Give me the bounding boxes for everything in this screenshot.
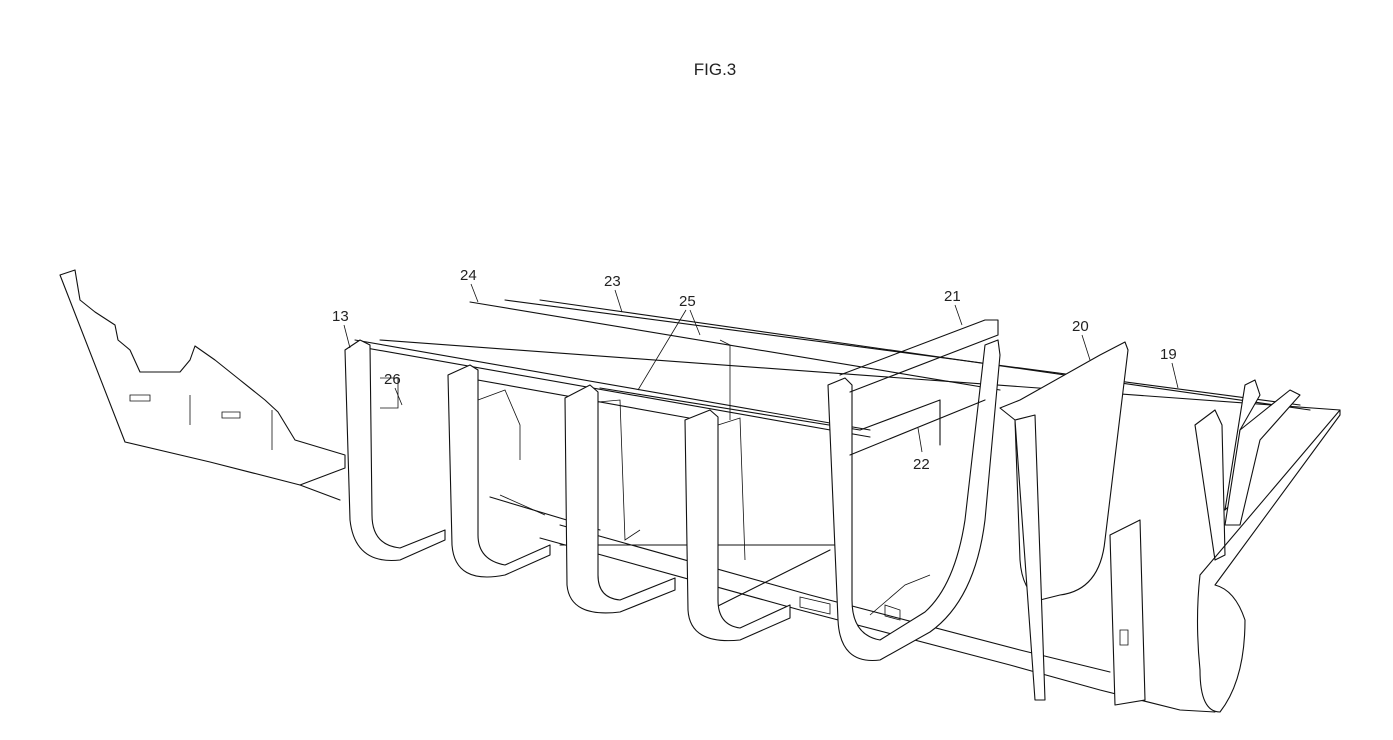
figure-title: FIG.3 [693,60,737,79]
label-24: 24 [460,267,477,284]
label-23: 23 [604,273,621,290]
frame-20 [999,341,1129,701]
frame-5 [827,319,1001,662]
frame-13 [344,339,446,562]
frame-3 [564,384,676,614]
frame-2 [447,364,551,578]
label-13: 13 [332,308,349,325]
label-26: 26 [384,371,401,388]
frame-4 [684,339,791,642]
frame-19-bow [1109,379,1341,713]
label-21: 21 [944,288,961,305]
label-22: 22 [913,456,930,473]
reference-labels: 13 19 20 21 22 23 24 25 26 [332,267,1179,473]
label-20: 20 [1072,318,1089,335]
label-25: 25 [679,293,696,310]
label-19: 19 [1160,346,1177,363]
